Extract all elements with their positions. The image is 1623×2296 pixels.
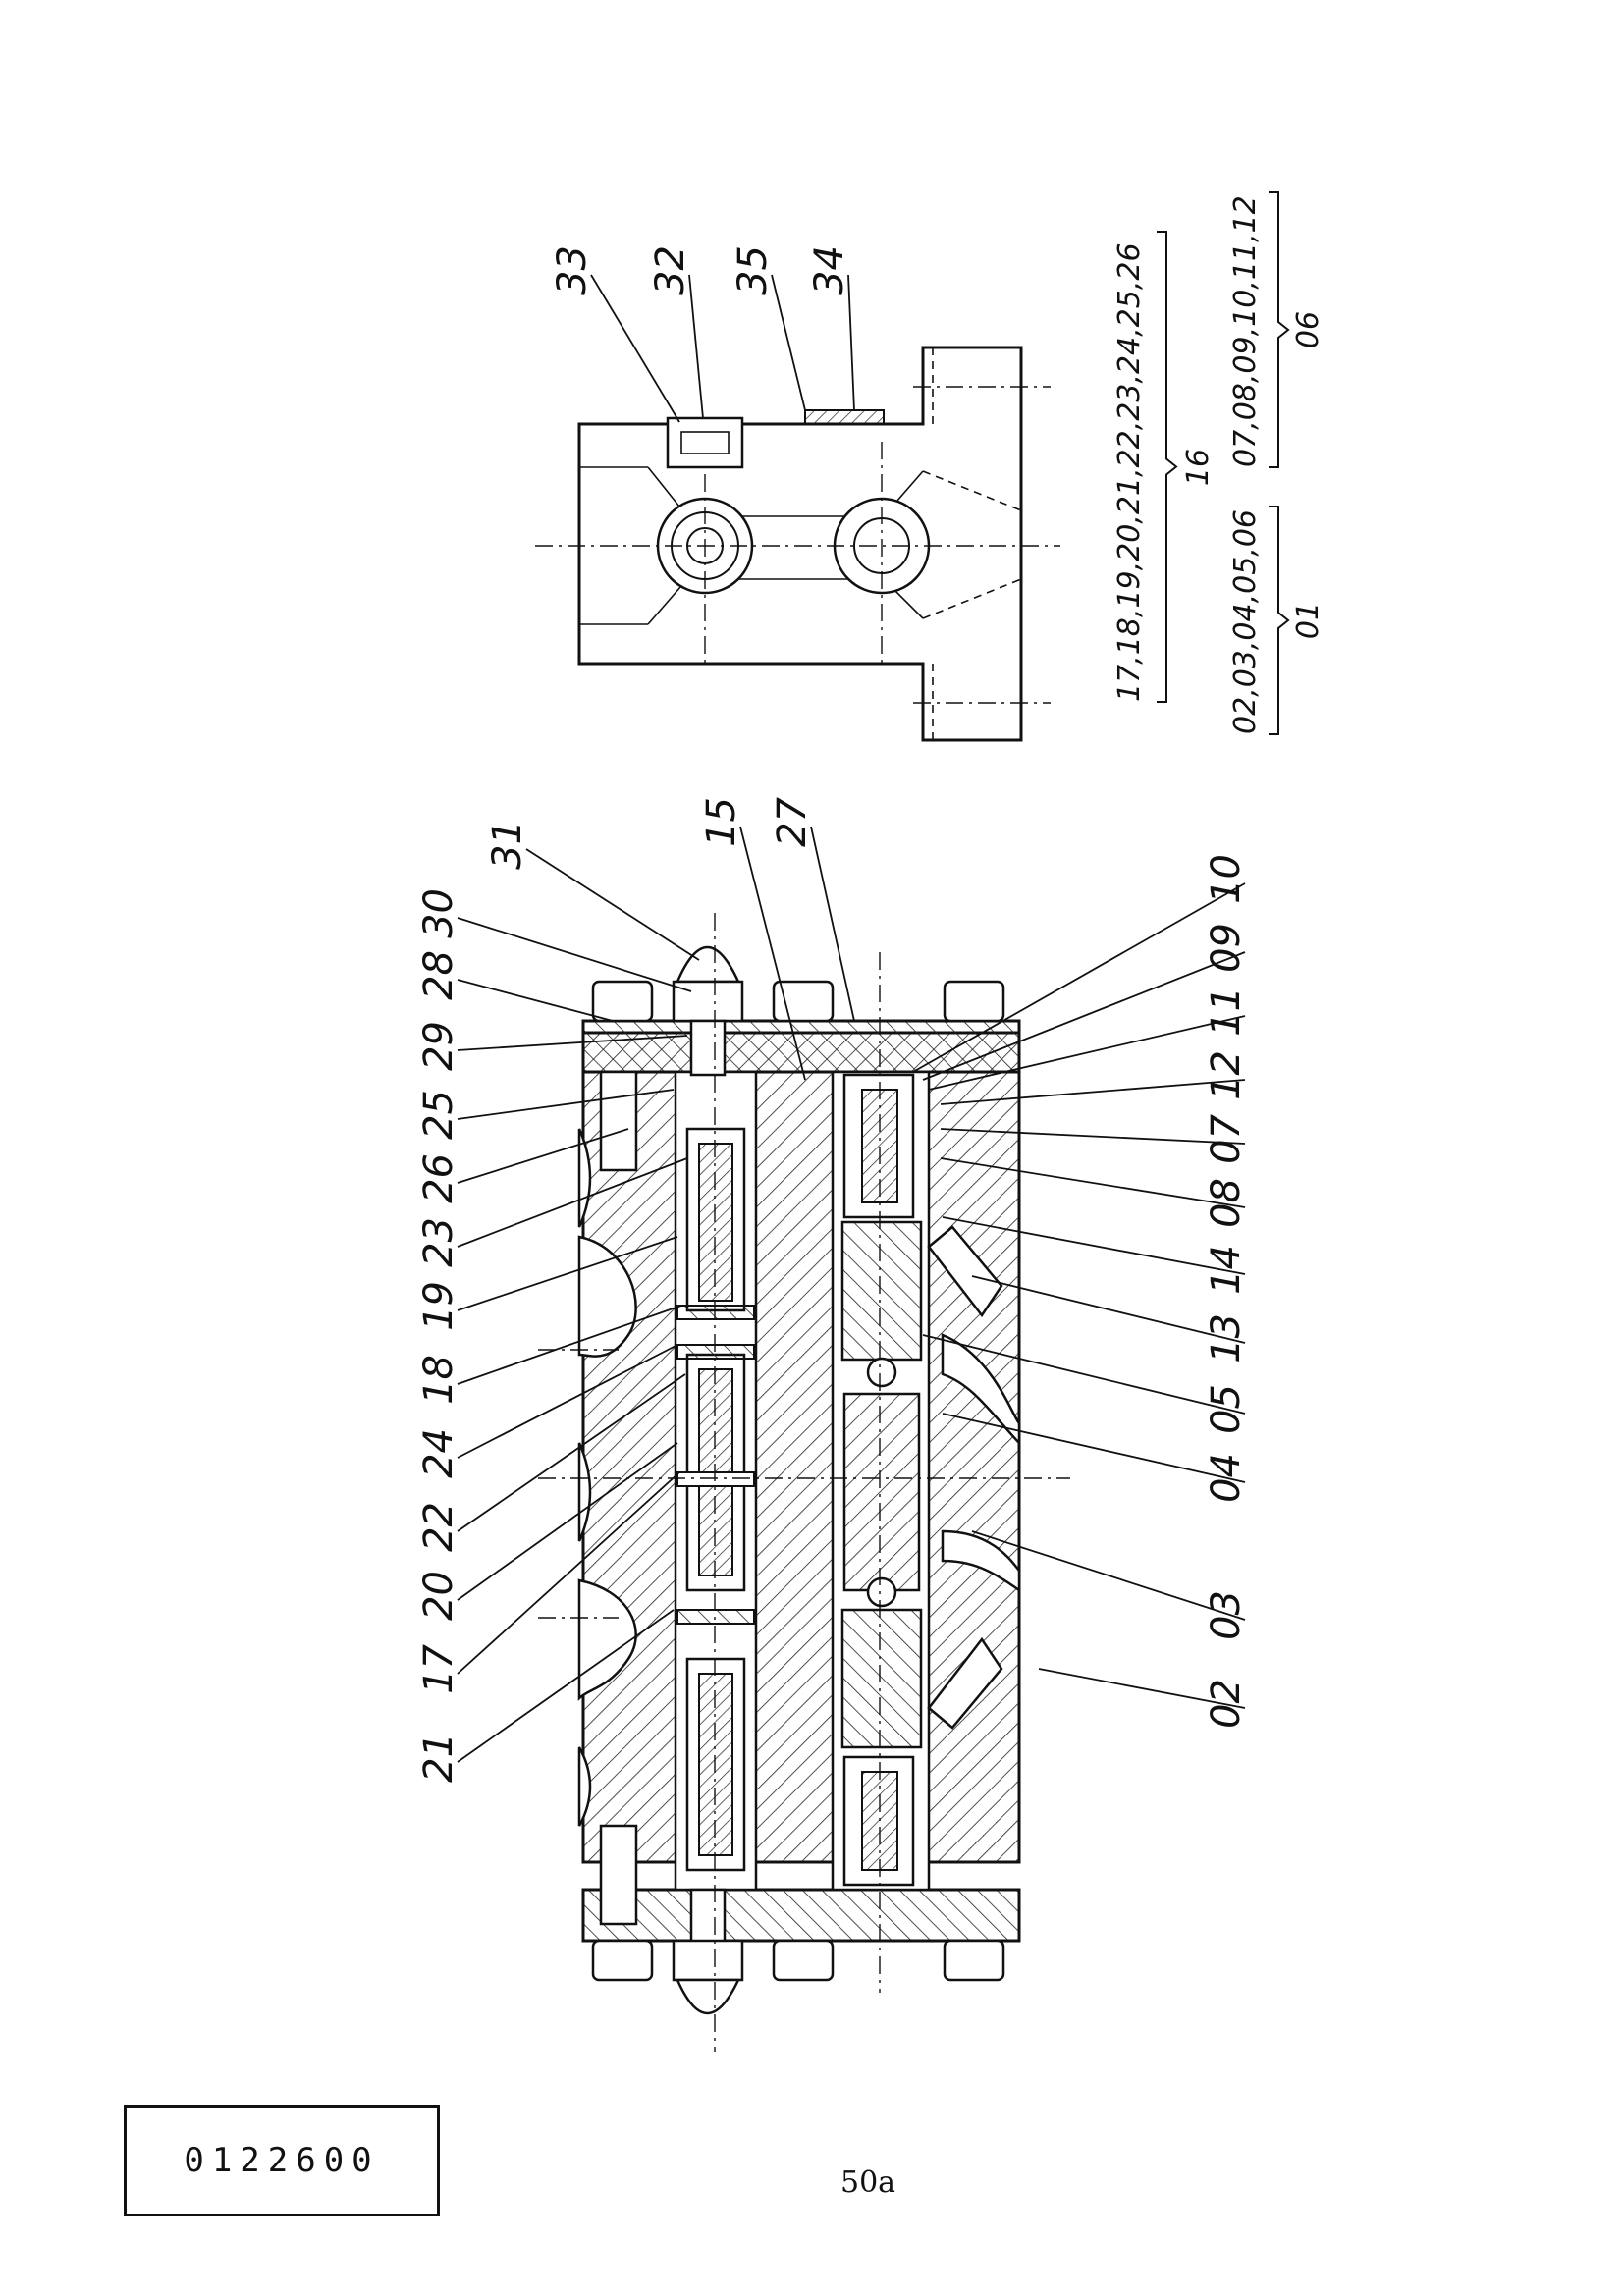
end-part-label-33: 33 [550,245,595,295]
cap-nut-top [672,945,744,1077]
section-part-leader-05 [922,1334,1246,1415]
section-part-label-23: 23 [416,1217,461,1267]
section-part-label-15: 15 [699,797,744,847]
part-group-brace-06 [1269,191,1290,468]
section-part-label-21: 21 [416,1733,461,1783]
section-part-label-04: 04 [1204,1453,1249,1503]
section-part-label-14: 14 [1204,1245,1249,1295]
section-part-leader-29 [457,1035,688,1051]
section-part-label-29: 29 [416,1021,461,1071]
part-groups: 17,18,19,20,21,22,23,24,25,26 16 02,03,04,… [1112,191,1325,735]
end-part-leader-34 [847,274,855,411]
section-part-leader-04 [942,1413,1246,1483]
part-group-assembly-16: 16 [1181,449,1216,486]
section-part-label-28: 28 [416,950,461,1000]
part-group-members-01: 02,03,04,05,06 [1228,509,1263,734]
part-group-assembly-06: 06 [1291,311,1325,348]
end-view-plug [666,416,744,469]
section-part-leader-24 [457,1344,678,1459]
section-part-leader-28 [457,979,614,1022]
section-part-label-03: 03 [1204,1590,1249,1640]
part-group-brace-16 [1157,231,1178,703]
section-part-label-19: 19 [416,1281,461,1331]
part-group-assembly-01: 01 [1291,602,1325,639]
stud-top-left [599,1070,638,1172]
section-part-label-27: 27 [770,796,815,846]
document-number: 0122600 [184,2141,380,2180]
section-part-leader-21 [457,1609,675,1763]
section-part-leader-08 [940,1157,1246,1208]
document-number-box: 0122600 [124,2105,440,2216]
section-part-label-12: 12 [1204,1050,1249,1100]
section-part-leader-10 [912,882,1246,1073]
cap-nut-bottom [672,1888,744,2014]
section-part-leader-26 [457,1128,629,1184]
section-part-label-24: 24 [416,1428,461,1478]
section-part-leader-15 [739,826,806,1081]
end-part-leader-35 [771,274,806,411]
section-part-label-13: 13 [1204,1313,1249,1363]
end-view [535,346,1060,742]
section-part-leader-22 [457,1373,686,1532]
relief-valve-right [840,1073,923,1887]
section-part-leader-13 [971,1275,1246,1344]
bolt-heads-bottom [591,1939,1005,1982]
section-part-label-02: 02 [1204,1679,1249,1729]
section-part-leader-11 [928,1015,1246,1091]
section-part-leader-17 [457,1471,680,1675]
section-part-leader-20 [457,1442,678,1601]
end-view-outline [577,346,1023,742]
valve-body [581,1031,1021,1864]
section-part-leader-27 [810,826,855,1022]
bolt-heads-top [591,980,1005,1023]
section-part-label-08: 08 [1204,1178,1249,1228]
section-part-leader-25 [457,1089,675,1120]
section-part-label-25: 25 [416,1090,461,1140]
end-part-leader-33 [590,274,680,423]
end-part-leader-32 [688,274,704,419]
section-part-leader-30 [457,917,692,992]
section-part-leader-03 [971,1530,1246,1621]
section-part-label-30: 30 [416,888,461,938]
spool-left [676,1127,755,1872]
section-part-leader-19 [457,1236,678,1311]
section-part-leader-23 [457,1157,688,1248]
section-part-label-20: 20 [416,1571,461,1621]
end-part-label-35: 35 [730,245,776,295]
stud-bottom-left [599,1824,638,1926]
end-part-label-34: 34 [807,245,852,295]
end-plate-bottom [581,1888,1021,1943]
section-part-leader-14 [942,1216,1246,1275]
section-part-label-18: 18 [416,1355,461,1405]
section-part-label-05: 05 [1204,1384,1249,1434]
section-part-leader-12 [940,1079,1246,1105]
end-part-label-32: 32 [648,245,693,295]
section-part-label-10: 10 [1204,854,1249,904]
section-part-label-07: 07 [1204,1113,1249,1163]
section-part-label-26: 26 [416,1153,461,1203]
section-part-label-17: 17 [416,1643,461,1693]
section-view [538,913,1070,2052]
part-group-brace-01 [1269,506,1290,735]
section-part-leader-07 [940,1128,1246,1145]
section-part-label-11: 11 [1204,987,1249,1037]
part-labels: 02 03 04 05 13 14 08 07 12 11 09 10 27 15 31 30 28 29 25 26… [416,245,1249,1783]
part-group-members-16: 17,18,19,20,21,22,23,24,25,26 [1112,242,1147,702]
section-part-leader-18 [457,1305,682,1385]
section-part-label-31: 31 [485,820,530,870]
page-number: 50a [840,2165,896,2200]
section-part-leader-31 [525,848,700,961]
section-part-label-22: 22 [416,1502,461,1552]
part-group-members-06: 07,08,09,10,11,12 [1228,195,1263,467]
section-part-leader-09 [922,951,1246,1081]
side-passages [927,1225,1021,1730]
section-part-leader-02 [1038,1668,1246,1709]
section-part-label-09: 09 [1204,923,1249,973]
